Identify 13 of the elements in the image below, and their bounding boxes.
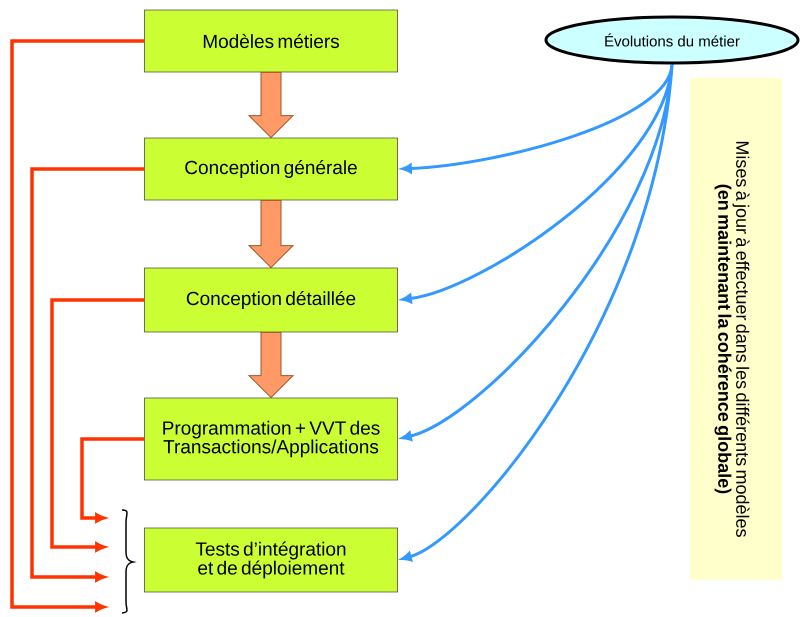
elbow-arrow xyxy=(10,39,144,612)
note-band: Mises à jour à effectuer dans les différents modèles (en maintenant la cohérence globale) xyxy=(690,78,782,580)
block-arrow xyxy=(248,332,294,398)
process-box: Conception générale xyxy=(144,138,398,200)
process-box: Conception détaillée xyxy=(144,268,398,332)
process-box: Tests d’intégration et de déploiement xyxy=(144,528,398,592)
elbow-arrow xyxy=(80,437,144,523)
elbow-arrow xyxy=(30,167,144,582)
process-box: Modèles métiers xyxy=(144,10,398,72)
process-box: Programmation + VVT des Transactions/Applications xyxy=(144,398,398,480)
elbow-arrow xyxy=(50,298,144,552)
block-arrow xyxy=(248,200,294,268)
block-arrow xyxy=(248,72,294,138)
